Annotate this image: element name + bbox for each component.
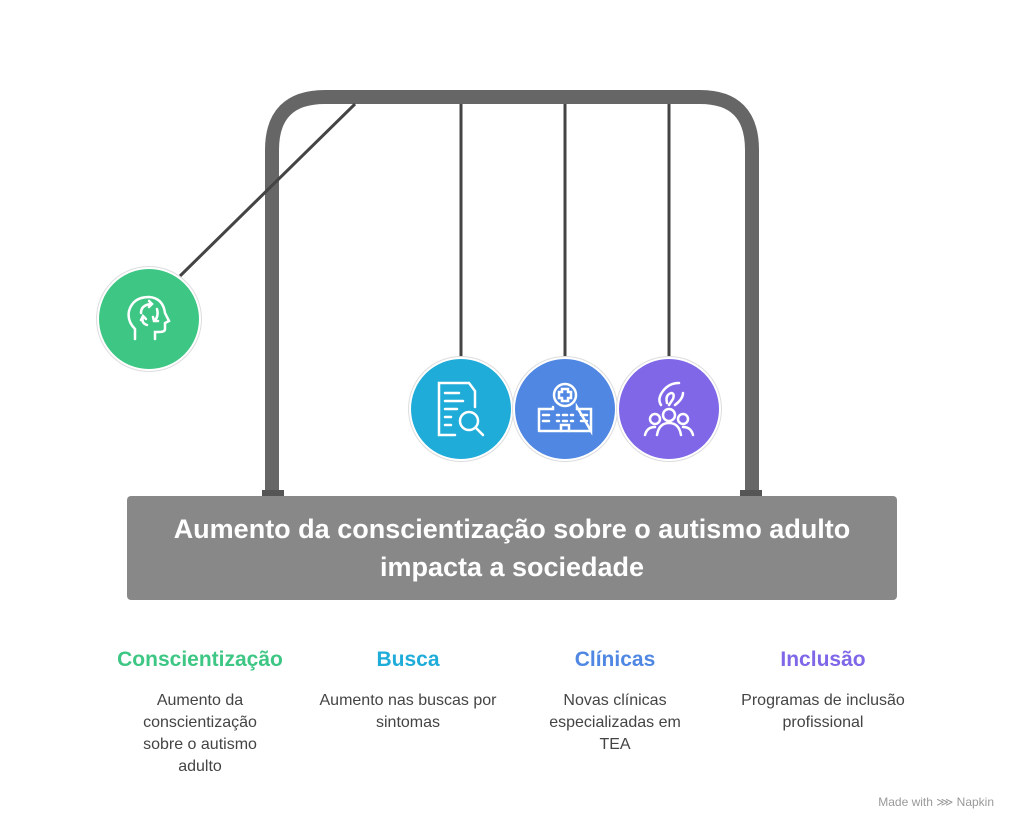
main-title: Aumento da conscientização sobre o autis… xyxy=(173,514,851,582)
column-title: Busca xyxy=(376,648,440,671)
column-title: Conscientização xyxy=(117,648,283,671)
napkin-brand: Made with ⋙ Napkin xyxy=(878,795,994,809)
main-title-banner: Aumento da conscientização sobre o autis… xyxy=(127,496,897,600)
busca-ball xyxy=(409,357,513,461)
column-desc: Novas clínicas especializadas em TEA xyxy=(549,692,681,753)
clinicas-ball xyxy=(513,357,617,461)
column-desc: Aumento da conscientização sobre o autis… xyxy=(143,692,257,775)
head-cycle-icon xyxy=(127,295,171,341)
column-title: Clínicas xyxy=(574,648,656,671)
inclusao-ball xyxy=(617,357,721,461)
column-desc: Programas de inclusão profissional xyxy=(741,692,905,731)
hospital-icon xyxy=(537,382,593,436)
column-title: Inclusão xyxy=(780,648,866,671)
conscientizacao-ball xyxy=(97,267,201,371)
column-desc: Aumento nas buscas por sintomas xyxy=(319,692,497,731)
document-search-icon xyxy=(437,381,485,437)
hand-group-icon xyxy=(643,381,695,437)
